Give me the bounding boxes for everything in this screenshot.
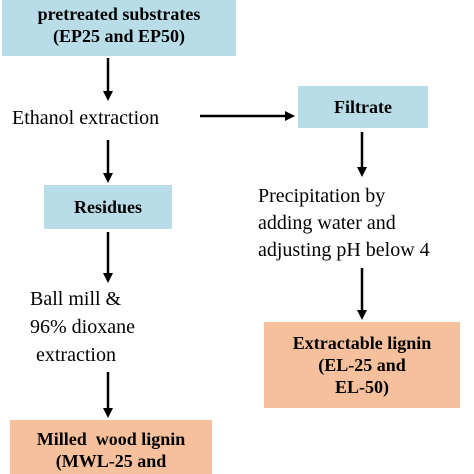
pretreated-line1: pretreated substrates xyxy=(37,4,201,24)
milled-wood-lignin-box: Milled wood lignin (MWL-25 and xyxy=(10,420,212,474)
extractable-lignin-line2: (EL-25 and xyxy=(318,355,406,375)
pretreated-line2: (EP25 and EP50) xyxy=(52,26,185,46)
ball-mill-text: Ball mill & 96% dioxane extraction xyxy=(30,285,135,369)
extractable-lignin-line3: EL-50) xyxy=(335,377,389,397)
extractable-lignin-line1: Extractable lignin xyxy=(292,333,432,353)
precipitation-text: Precipitation by adding water and adjust… xyxy=(258,183,430,264)
filtrate-label: Filtrate xyxy=(334,97,392,117)
precipitation-line2: adding water and xyxy=(258,212,396,234)
ethanol-extraction-text: Ethanol extraction xyxy=(12,107,160,129)
residues-label: Residues xyxy=(73,197,142,217)
precipitation-line1: Precipitation by xyxy=(258,185,386,207)
milled-wood-lignin-line2: (MWL-25 and xyxy=(55,451,167,471)
ball-mill-line2: 96% dioxane xyxy=(30,316,135,338)
residues-box: Residues xyxy=(44,185,172,229)
milled-wood-lignin-line1: Milled wood lignin xyxy=(36,429,186,449)
precipitation-line3: adjusting pH below 4 xyxy=(258,239,430,261)
filtrate-box: Filtrate xyxy=(298,86,428,128)
pretreated-substrates-box: pretreated substrates (EP25 and EP50) xyxy=(2,0,236,56)
ball-mill-line1: Ball mill & xyxy=(30,288,122,310)
ball-mill-line3: extraction xyxy=(36,344,116,366)
extractable-lignin-box: Extractable lignin (EL-25 and EL-50) xyxy=(264,322,460,408)
